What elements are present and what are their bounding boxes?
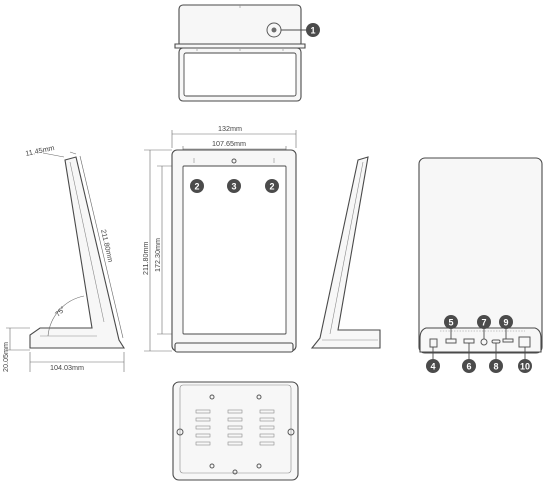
left-side-view: 11.45mm 211.80mm 75° 20.05mm 104.03mm (1, 143, 125, 372)
bottom-vents (195, 409, 275, 446)
callout-2b: 2 (265, 179, 279, 193)
dim-height-outer: 211.80mm (141, 242, 150, 275)
callout-5: 5 (444, 315, 458, 329)
port-9-port (502, 338, 514, 343)
right-side-view (310, 156, 381, 349)
dim-side-top: 11.45mm (25, 143, 56, 158)
dim-side-angle: 75° (53, 304, 67, 318)
top-view: 1 (174, 4, 320, 102)
svg-text:5: 5 (448, 318, 453, 328)
port-10-ethernet (518, 336, 531, 348)
callout-8: 8 (489, 359, 503, 373)
rear-view: 4 5 6 7 8 9 10 (418, 157, 543, 373)
callout-7: 7 (477, 315, 491, 329)
dim-width-screen: 107.65mm (212, 139, 246, 148)
callout-1: 1 (306, 23, 320, 37)
callout-2a: 2 (190, 179, 204, 193)
front-view: 132mm 107.65mm 211.80mm 172.30mm 2 3 2 (141, 124, 297, 353)
svg-text:2: 2 (194, 182, 199, 192)
callout-10: 10 (518, 359, 532, 373)
svg-text:6: 6 (466, 362, 471, 372)
svg-text:9: 9 (503, 318, 508, 328)
svg-text:1: 1 (310, 26, 315, 36)
callout-6: 6 (462, 359, 476, 373)
svg-text:4: 4 (430, 362, 435, 372)
callout-3: 3 (227, 179, 241, 193)
callout-9: 9 (499, 315, 513, 329)
svg-text:10: 10 (520, 362, 530, 372)
dim-side-base-depth: 104.03mm (50, 363, 84, 372)
callout-4: 4 (426, 359, 440, 373)
svg-text:7: 7 (481, 318, 486, 328)
port-4-switch (429, 338, 438, 348)
bottom-view (172, 381, 299, 481)
svg-text:2: 2 (269, 182, 274, 192)
svg-text:8: 8 (493, 362, 498, 372)
svg-text:3: 3 (231, 182, 236, 192)
dim-height-screen: 172.30mm (153, 238, 162, 272)
dim-side-base-height: 20.05mm (1, 342, 10, 372)
dim-width-outer: 132mm (218, 124, 242, 133)
